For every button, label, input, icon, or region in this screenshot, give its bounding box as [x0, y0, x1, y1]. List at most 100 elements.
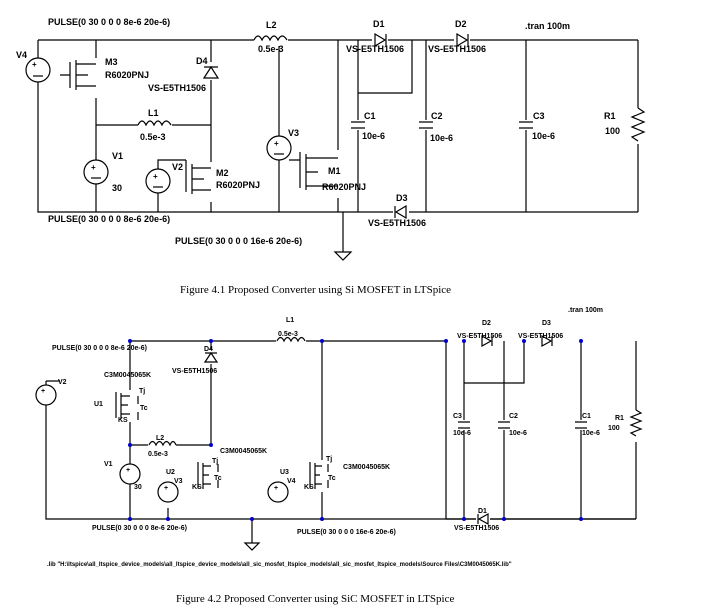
fig1-d2-model: VS-E5TH1506	[428, 44, 486, 54]
fig2-d1-label: D1	[478, 508, 487, 515]
fig2-v2-label: V2	[58, 379, 67, 386]
fig2-d1-model: VS-E5TH1506	[454, 525, 499, 532]
svg-text:+: +	[91, 163, 96, 172]
fig2-d3-model: VS-E5TH1506	[518, 333, 563, 340]
fig1-c3-value: 10e-6	[532, 131, 555, 141]
fig2-d2-model: VS-E5TH1506	[457, 333, 502, 340]
fig2-d1-diode-icon	[476, 512, 490, 526]
fig2-c3-capacitor-icon	[457, 420, 471, 430]
fig2-u2-ks: KS	[192, 484, 202, 491]
fig2-u2-label: U2	[166, 469, 175, 476]
fig2-u1-label: U1	[94, 401, 103, 408]
fig1-d4-diode-icon	[202, 62, 220, 80]
fig2-d3-label: D3	[542, 320, 551, 327]
fig1-m3-label: M3	[105, 57, 118, 67]
figure2-caption: Figure 4.2 Proposed Converter using SiC …	[176, 593, 455, 605]
fig1-v4-label: V4	[16, 50, 27, 60]
fig1-v2-label: V2	[172, 162, 183, 172]
fig1-branch-wires	[95, 40, 280, 212]
fig2-v1-value: 30	[134, 484, 142, 491]
fig2-c2-value: 10e-6	[509, 430, 527, 437]
fig1-d4-label: D4	[196, 56, 208, 66]
fig2-tran-label: .tran 100m	[568, 307, 603, 314]
fig2-v1-source-icon	[119, 463, 141, 485]
fig1-d2-label: D2	[455, 19, 467, 29]
fig2-u1-mosfet-icon	[112, 390, 148, 422]
fig1-v1-value: 30	[112, 183, 122, 193]
fig2-u3-tj: Tj	[326, 456, 332, 463]
fig1-l1-label: L1	[148, 108, 159, 118]
fig2-c3-value: 10e-6	[453, 430, 471, 437]
fig1-r1-label: R1	[604, 111, 616, 121]
fig1-d1-label: D1	[373, 19, 385, 29]
fig1-l1-value: 0.5e-3	[140, 132, 166, 142]
fig2-u3-label: U3	[280, 469, 289, 476]
fig1-l2-label: L2	[266, 20, 277, 30]
fig2-u3-ks: KS	[304, 484, 314, 491]
fig1-c2-label: C2	[431, 111, 443, 121]
fig1-m3-mosfet-icon	[60, 58, 98, 98]
fig2-l2-value: 0.5e-3	[148, 451, 168, 458]
fig2-u2-model: C3M0045065K	[220, 448, 267, 455]
fig2-d4-model: VS-E5TH1506	[172, 368, 217, 375]
fig1-ground-symbol	[333, 251, 353, 261]
svg-text:+: +	[153, 172, 158, 181]
fig1-m2-mosfet-icon	[185, 160, 214, 202]
fig2-v2-source-icon	[35, 384, 57, 406]
fig2-u1-ks: KS	[118, 417, 128, 424]
fig1-d3-model: VS-E5TH1506	[368, 218, 426, 228]
fig1-v3-source-icon	[266, 135, 292, 161]
fig2-l2-inductor-icon	[148, 440, 177, 450]
fig2-c1-capacitor-icon	[574, 420, 588, 430]
fig1-d3-diode-icon	[393, 204, 409, 220]
fig1-d1-model: VS-E5TH1506	[346, 44, 404, 54]
fig2-frame-wires	[45, 340, 637, 520]
fig2-junction-dots	[128, 339, 583, 521]
fig1-c1-value: 10e-6	[362, 131, 385, 141]
fig2-u3-tc: Tc	[328, 475, 336, 482]
fig2-u2-tj: Tj	[212, 458, 218, 465]
fig1-l2-inductor-icon	[253, 34, 288, 46]
fig1-pulse1-label: PULSE(0 30 0 0 0 8e-6 20e-6)	[48, 17, 170, 27]
figure2-schematic: + + + +	[35, 307, 644, 568]
fig2-lib-directive: .lib "H:\ltspice\all_ltspice_device_mode…	[47, 562, 512, 568]
fig1-r1-value: 100	[605, 126, 620, 136]
fig1-c1-capacitor-icon	[350, 120, 366, 130]
fig1-m2-model: R6020PNJ	[216, 180, 260, 190]
fig2-v4-source-icon	[267, 481, 289, 503]
fig1-v1-source-icon	[83, 159, 109, 185]
fig2-v4-label: V4	[287, 478, 296, 485]
fig1-d3-label: D3	[396, 193, 408, 203]
fig2-c1-value: 10e-6	[582, 430, 600, 437]
fig2-ground-symbol	[243, 542, 261, 551]
fig2-r1-label: R1	[615, 415, 624, 422]
fig1-d4-model: VS-E5TH1506	[148, 83, 206, 93]
fig1-v4-source-icon	[25, 57, 51, 83]
fig1-c2-value: 10e-6	[430, 133, 453, 143]
fig1-m1-label: M1	[328, 166, 341, 176]
fig2-u3-mosfet-icon	[306, 460, 342, 492]
fig2-u1-tj: Tj	[139, 388, 145, 395]
svg-text:+: +	[274, 485, 278, 492]
fig1-c3-capacitor-icon	[518, 120, 534, 130]
fig1-pulse2-label: PULSE(0 30 0 0 0 8e-6 20e-6)	[48, 214, 170, 224]
fig1-v2-source-icon	[145, 168, 171, 194]
fig1-tran-label: .tran 100m	[525, 21, 570, 31]
fig2-l1-value: 0.5e-3	[278, 331, 298, 338]
fig2-u2-mosfet-icon	[194, 460, 230, 492]
fig2-u1-model: C3M0045065K	[104, 372, 151, 379]
fig2-d2-diode-icon	[480, 334, 494, 348]
fig1-v3-label: V3	[288, 128, 299, 138]
fig1-d1-diode-icon	[372, 32, 388, 48]
fig1-v1-label: V1	[112, 151, 123, 161]
fig1-c1-label: C1	[364, 111, 376, 121]
fig2-l1-inductor-icon	[276, 336, 306, 346]
fig1-r1-resistor-icon	[630, 107, 646, 144]
svg-text:+: +	[274, 139, 279, 148]
fig2-l2-label: L2	[156, 435, 164, 442]
fig2-u2-tc: Tc	[214, 475, 222, 482]
fig2-u1-tc: Tc	[140, 405, 148, 412]
fig1-m1-model: R6020PNJ	[322, 182, 366, 192]
fig2-v3-label: V3	[174, 478, 183, 485]
